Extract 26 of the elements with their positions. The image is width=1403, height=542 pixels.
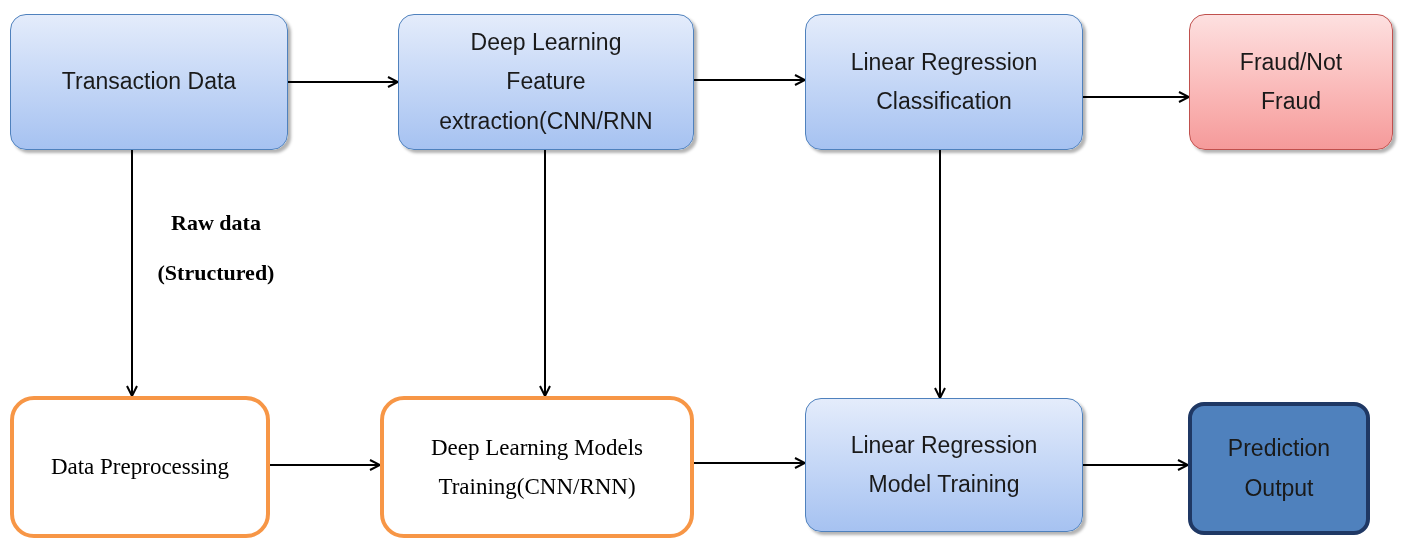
- arrow: [934, 149, 946, 399]
- arrow: [693, 457, 806, 469]
- process-box: [805, 398, 1083, 532]
- node-label: Fraud/Not Fraud: [1238, 47, 1344, 116]
- process-box: [380, 396, 694, 538]
- output-box: [1188, 402, 1370, 535]
- process-box: [398, 14, 694, 150]
- process-box: [805, 14, 1083, 150]
- edge-label: Raw data (Structured): [156, 209, 276, 287]
- node-label: Deep Learning Feature extraction(CNN/RNN: [438, 28, 654, 136]
- node-label: Deep Learning Models Training(CNN/RNN): [429, 433, 644, 501]
- arrow: [693, 74, 806, 86]
- arrow: [539, 149, 551, 397]
- process-box: [10, 396, 270, 538]
- node-label: Transaction Data: [61, 67, 237, 97]
- arrow: [287, 76, 399, 88]
- arrow: [269, 459, 381, 471]
- process-box: [10, 14, 288, 150]
- arrow: [126, 149, 138, 397]
- arrow: [1082, 459, 1189, 471]
- node-label: Data Preprocessing: [50, 453, 230, 482]
- arrow: [1082, 91, 1190, 103]
- output-box: [1189, 14, 1393, 150]
- node-label: Linear Regression Model Training: [849, 430, 1039, 499]
- node-label: Prediction Output: [1226, 434, 1332, 503]
- node-label: Linear Regression Classification: [849, 47, 1039, 116]
